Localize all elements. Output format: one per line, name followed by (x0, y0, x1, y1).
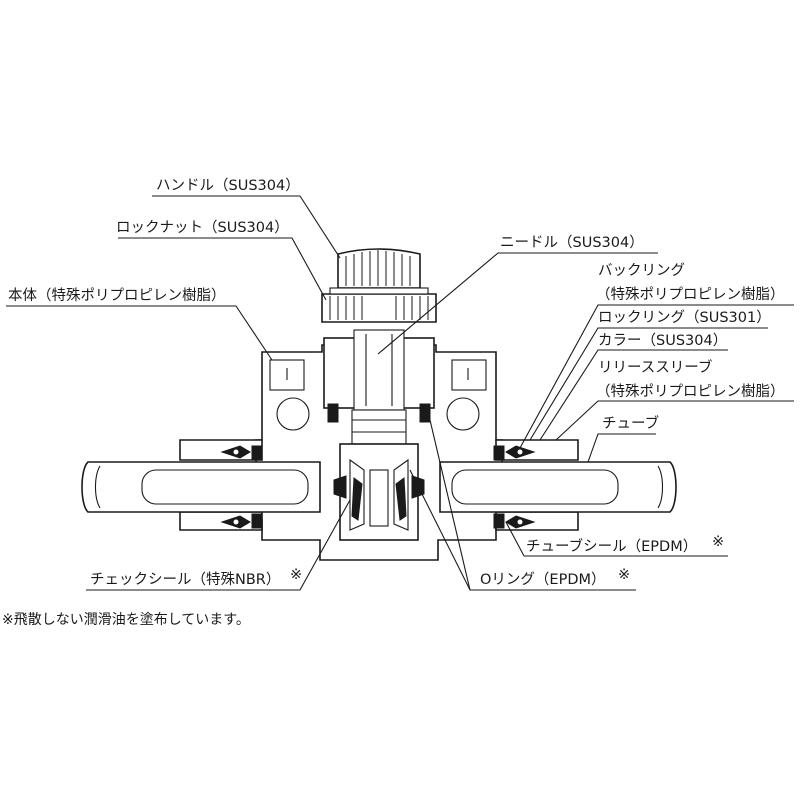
label-body: 本体（特殊ポリプロピレン樹脂） (8, 287, 226, 304)
label-locknut: ロックナット（SUS304） (116, 219, 289, 236)
check-seal-assembly (333, 443, 425, 541)
labels: ハンドル（SUS304） ロックナット（SUS304） 本体（特殊ポリプロピレン… (8, 177, 785, 588)
label-handle: ハンドル（SUS304） (156, 177, 300, 194)
label-needle: ニードル（SUS304） (500, 234, 644, 251)
label-release-1: リリーススリーブ (598, 358, 712, 376)
right-port-collar (495, 439, 579, 461)
left-port-seals (220, 445, 263, 529)
locknut (321, 287, 437, 323)
body-hole-left (276, 397, 310, 431)
label-backring-1: バックリング (598, 262, 685, 279)
body-window-right (451, 359, 487, 391)
label-oring: Oリング（EPDM） (480, 571, 606, 588)
handle (337, 248, 421, 289)
label-backring-2: （特殊ポリプロピレン樹脂） (596, 286, 785, 303)
fitting-drawing (81, 248, 677, 561)
tube-left-inner (141, 469, 309, 505)
label-collar: カラー（SUS304） (598, 332, 727, 349)
left-port-collar-bottom (179, 511, 263, 531)
label-lockring: ロックリング（SUS301） (598, 309, 771, 326)
label-tubeseal: チューブシール（EPDM） (526, 537, 697, 555)
label-release-2: （特殊ポリプロピレン樹脂） (596, 383, 785, 400)
footnote: ※飛散しない潤滑油を塗布しています。 (2, 611, 250, 628)
tube-right-inner (451, 469, 619, 505)
leader-lines (6, 195, 794, 591)
label-checkseal: チェックシール（特殊NBR） (90, 571, 280, 588)
left-port-collar (179, 439, 263, 461)
label-oring-mark: ※ (618, 567, 630, 583)
needle (323, 329, 435, 445)
label-tube: チューブ (602, 414, 659, 432)
label-checkseal-mark: ※ (290, 567, 302, 583)
body-hole-right (446, 397, 480, 431)
label-tubeseal-mark: ※ (712, 534, 724, 550)
